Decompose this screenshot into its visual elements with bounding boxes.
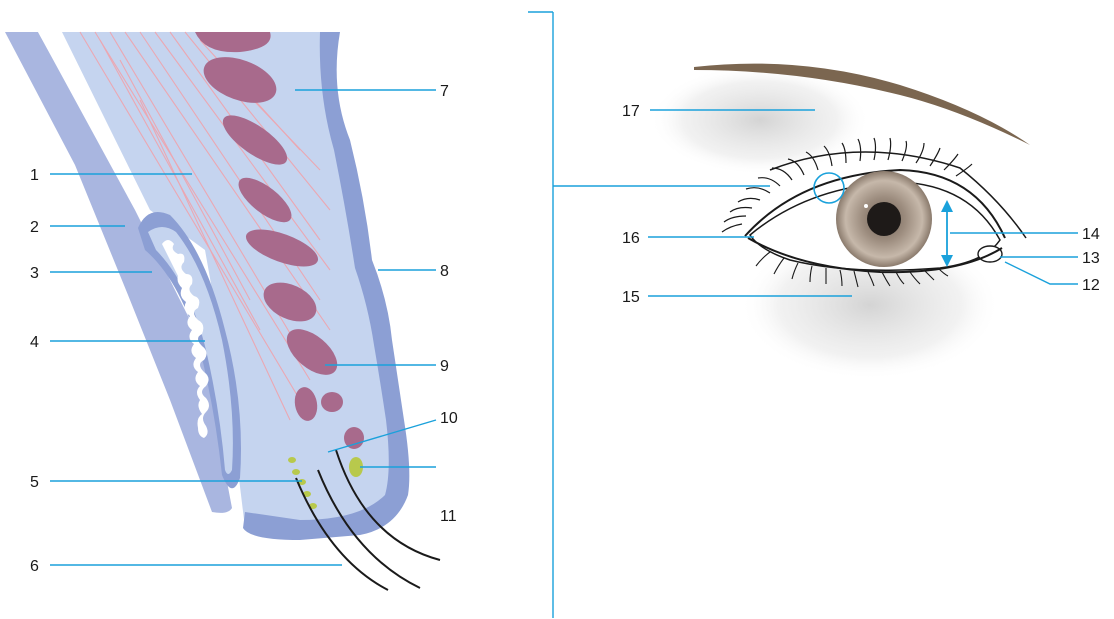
label-12: 12 xyxy=(1082,277,1100,294)
label-7: 7 xyxy=(440,83,449,100)
external-eye xyxy=(650,64,1030,380)
label-17: 17 xyxy=(622,103,640,120)
iris-highlight xyxy=(864,204,868,208)
label-10: 10 xyxy=(440,410,458,427)
label-2: 2 xyxy=(30,219,39,236)
label-16: 16 xyxy=(622,230,640,247)
eyelid-cross-section xyxy=(5,32,440,590)
label-15: 15 xyxy=(622,289,640,306)
label-11: 11 xyxy=(440,508,457,525)
label-13: 13 xyxy=(1082,250,1100,267)
label-5: 5 xyxy=(30,474,39,491)
label-3: 3 xyxy=(30,265,39,282)
label-4: 4 xyxy=(30,334,39,351)
pupil xyxy=(867,202,901,236)
label-1: 1 xyxy=(30,167,39,184)
label-6: 6 xyxy=(30,558,39,575)
label-9: 9 xyxy=(440,358,449,375)
label-14: 14 xyxy=(1082,226,1100,243)
label-8: 8 xyxy=(440,263,449,280)
